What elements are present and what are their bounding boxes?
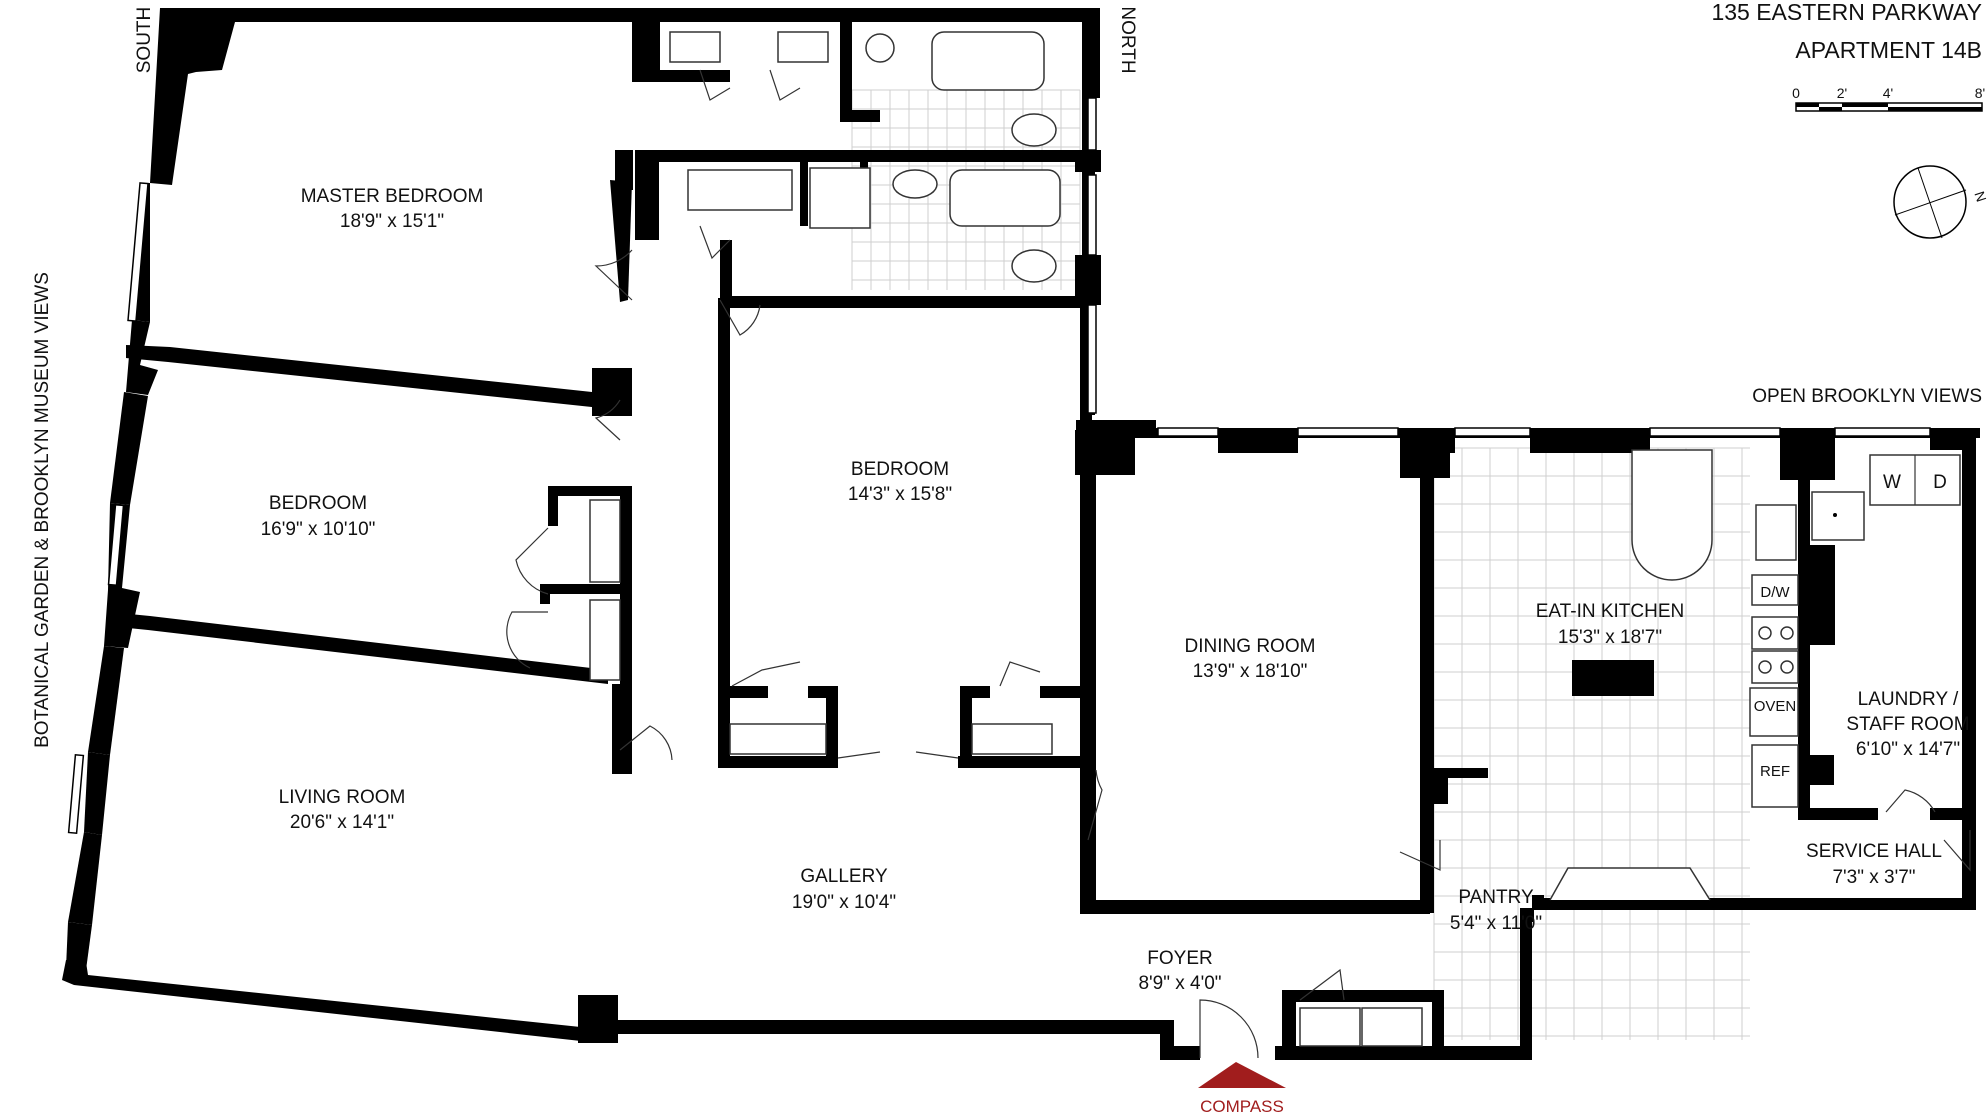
logo-text: COMPASS xyxy=(1200,1097,1284,1115)
room-name: BEDROOM xyxy=(851,459,949,480)
room-living-room: LIVING ROOM 20'6" x 14'1" xyxy=(279,787,406,833)
room-name: MASTER BEDROOM xyxy=(301,186,484,207)
compass-rose-icon: N xyxy=(1893,165,1987,239)
room-name: PANTRY xyxy=(1458,887,1534,908)
room-name: FOYER xyxy=(1147,948,1212,969)
scale-tick-2: 2' xyxy=(1837,85,1847,101)
room-dimensions: 18'9" x 15'1" xyxy=(340,211,444,232)
header: 135 EASTERN PARKWAY APARTMENT 14B xyxy=(1711,0,1982,63)
refrigerator-label: REF xyxy=(1760,763,1790,780)
room-name: GALLERY xyxy=(800,866,888,887)
doors xyxy=(506,69,1971,1059)
room-dimensions: 16'9" x 10'10" xyxy=(261,519,376,540)
room-dimensions: 8'9" x 4'0" xyxy=(1138,973,1221,994)
oven-label: OVEN xyxy=(1754,698,1797,715)
scale-tick-8: 8' xyxy=(1975,85,1985,101)
room-dimensions: 5'4" x 11'0" xyxy=(1450,913,1542,934)
scale-tick-0: 0 xyxy=(1792,85,1800,101)
room-dimensions: 7'3" x 3'7" xyxy=(1832,867,1915,888)
room-dimensions: 13'9" x 18'10" xyxy=(1193,661,1308,682)
washer-label: W xyxy=(1883,472,1901,493)
room-dimensions: 6'10" x 14'7" xyxy=(1856,739,1960,760)
room-foyer: FOYER 8'9" x 4'0" xyxy=(1138,948,1221,994)
south-label: SOUTH xyxy=(134,7,155,74)
room-dimensions: 20'6" x 14'1" xyxy=(290,812,394,833)
room-name: DINING ROOM xyxy=(1185,636,1316,657)
bathroom-fixtures xyxy=(809,31,1061,283)
walls xyxy=(62,8,1980,1060)
room-name: BEDROOM xyxy=(269,493,367,514)
room-master-bedroom: MASTER BEDROOM 18'9" x 15'1" xyxy=(301,186,484,232)
room-name: EAT-IN KITCHEN xyxy=(1536,601,1685,622)
compass-logo: COMPASS xyxy=(1198,1062,1286,1115)
room-dimensions: 19'0" x 10'4" xyxy=(792,892,896,913)
room-dining-room: DINING ROOM 13'9" x 18'10" xyxy=(1185,636,1316,682)
room-laundry: LAUNDRY / STAFF ROOM 6'10" x 14'7" xyxy=(1846,689,1969,760)
room-pantry: PANTRY 5'4" x 11'0" xyxy=(1450,887,1542,934)
room-name-line2: STAFF ROOM xyxy=(1846,714,1969,735)
room-name: SERVICE HALL xyxy=(1806,841,1942,862)
room-service-hall: SERVICE HALL 7'3" x 3'7" xyxy=(1806,841,1942,888)
left-views-label: BOTANICAL GARDEN & BROOKLYN MUSEUM VIEWS xyxy=(32,272,53,748)
room-gallery: GALLERY 19'0" x 10'4" xyxy=(792,866,896,913)
kitchen-fixtures xyxy=(1549,449,1961,901)
room-bedroom-left: BEDROOM 16'9" x 10'10" xyxy=(261,493,376,540)
room-name-line1: LAUNDRY / xyxy=(1858,689,1959,710)
room-dimensions: 14'3" x 15'8" xyxy=(848,484,952,505)
closet-rods xyxy=(589,31,1423,1047)
apartment-title: APARTMENT 14B xyxy=(1795,37,1982,63)
scale-tick-4: 4' xyxy=(1883,85,1893,101)
dryer-label: D xyxy=(1933,472,1947,493)
room-name: LIVING ROOM xyxy=(279,787,406,808)
compass-letter: N xyxy=(1971,189,1987,204)
windows xyxy=(67,97,1931,835)
room-kitchen: EAT-IN KITCHEN 15'3" x 18'7" xyxy=(1536,601,1685,648)
scale-bar: 0 2' 4' 8' xyxy=(1792,85,1985,112)
north-label: NORTH xyxy=(1117,6,1138,73)
right-views-label: OPEN BROOKLYN VIEWS xyxy=(1752,386,1982,407)
room-bedroom-center: BEDROOM 14'3" x 15'8" xyxy=(848,459,952,505)
dishwasher-label: D/W xyxy=(1760,584,1790,601)
kitchen-island xyxy=(1572,660,1654,696)
room-dimensions: 15'3" x 18'7" xyxy=(1558,627,1662,648)
address-title: 135 EASTERN PARKWAY xyxy=(1711,0,1982,25)
